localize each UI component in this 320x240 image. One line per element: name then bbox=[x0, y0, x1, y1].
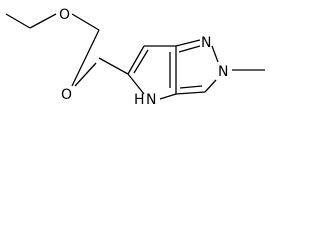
bond-carbonyl-b bbox=[74, 62, 97, 87]
bond-c5-c6-b bbox=[133, 49, 149, 74]
bond-ethyl-ch2-o bbox=[29, 13, 57, 29]
bond-c6a-n1-b bbox=[178, 45, 201, 53]
bond-ethyl-ch3-ch2 bbox=[5, 13, 31, 29]
atom-nh-h: H bbox=[134, 92, 145, 108]
bond-c5-c6-a bbox=[127, 45, 145, 75]
atom-n1: N bbox=[201, 35, 211, 51]
bond-c3-c3a-b bbox=[179, 85, 203, 89]
bond-carbonyl-a bbox=[71, 29, 100, 87]
atom-n2: N bbox=[218, 64, 228, 80]
atom-o-ether: O bbox=[59, 7, 70, 23]
bond-n4-c3a bbox=[159, 93, 177, 100]
atom-o-carbonyl: O bbox=[61, 87, 72, 103]
bond-o-ester-carbon bbox=[71, 13, 100, 31]
chemical-structure-diagram: O O N N N H bbox=[5, 7, 265, 108]
bond-c3-c3a-a bbox=[175, 91, 206, 95]
bond-n1-n2 bbox=[211, 45, 219, 63]
bond-n2-c3 bbox=[204, 79, 217, 93]
atom-nh-n: N bbox=[146, 92, 156, 108]
bond-c5-n4 bbox=[127, 73, 145, 95]
bond-c6a-n1-a bbox=[175, 39, 201, 47]
bond-ester-ring bbox=[98, 57, 129, 75]
